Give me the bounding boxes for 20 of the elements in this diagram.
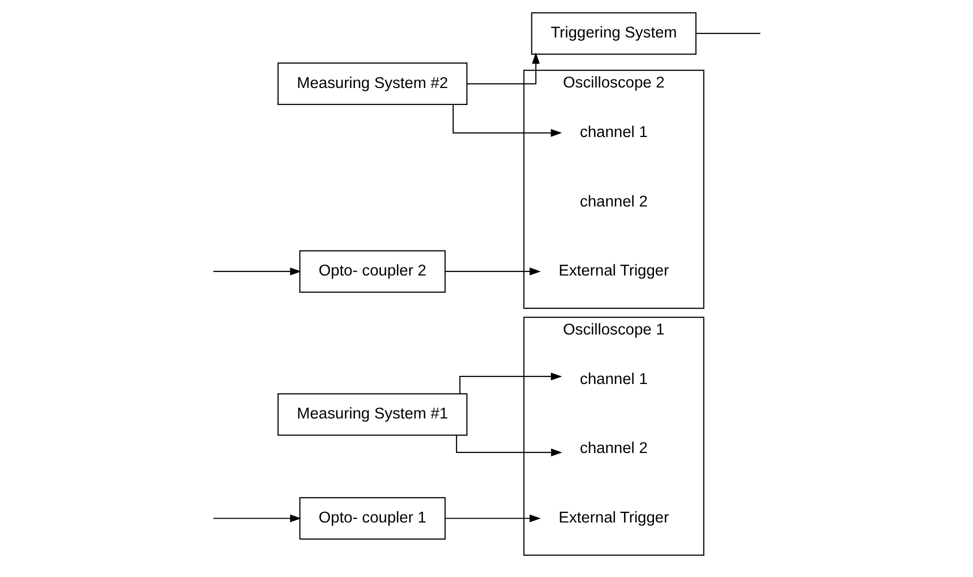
arrow: [212, 514, 301, 522]
node-box: Measuring System #2: [277, 62, 467, 105]
node-box: Opto- coupler 1: [298, 497, 446, 540]
arrow: [444, 514, 540, 522]
node-text: External Trigger: [558, 262, 668, 280]
node-box: Triggering System: [530, 12, 696, 55]
node-text: channel 2: [579, 440, 648, 458]
node-text: channel 1: [579, 370, 648, 388]
arrow: [444, 268, 540, 276]
node-box: Measuring System #1: [277, 393, 467, 436]
arrow: [466, 52, 540, 84]
arrow: [458, 372, 562, 394]
node-box: Opto- coupler 2: [298, 250, 446, 293]
connector: [696, 32, 760, 34]
arrow: [212, 268, 301, 276]
arrow: [452, 104, 562, 137]
node-text: External Trigger: [558, 510, 668, 527]
node-text: channel 2: [579, 193, 648, 210]
arrow: [455, 435, 562, 456]
node-text: channel 1: [579, 124, 648, 142]
